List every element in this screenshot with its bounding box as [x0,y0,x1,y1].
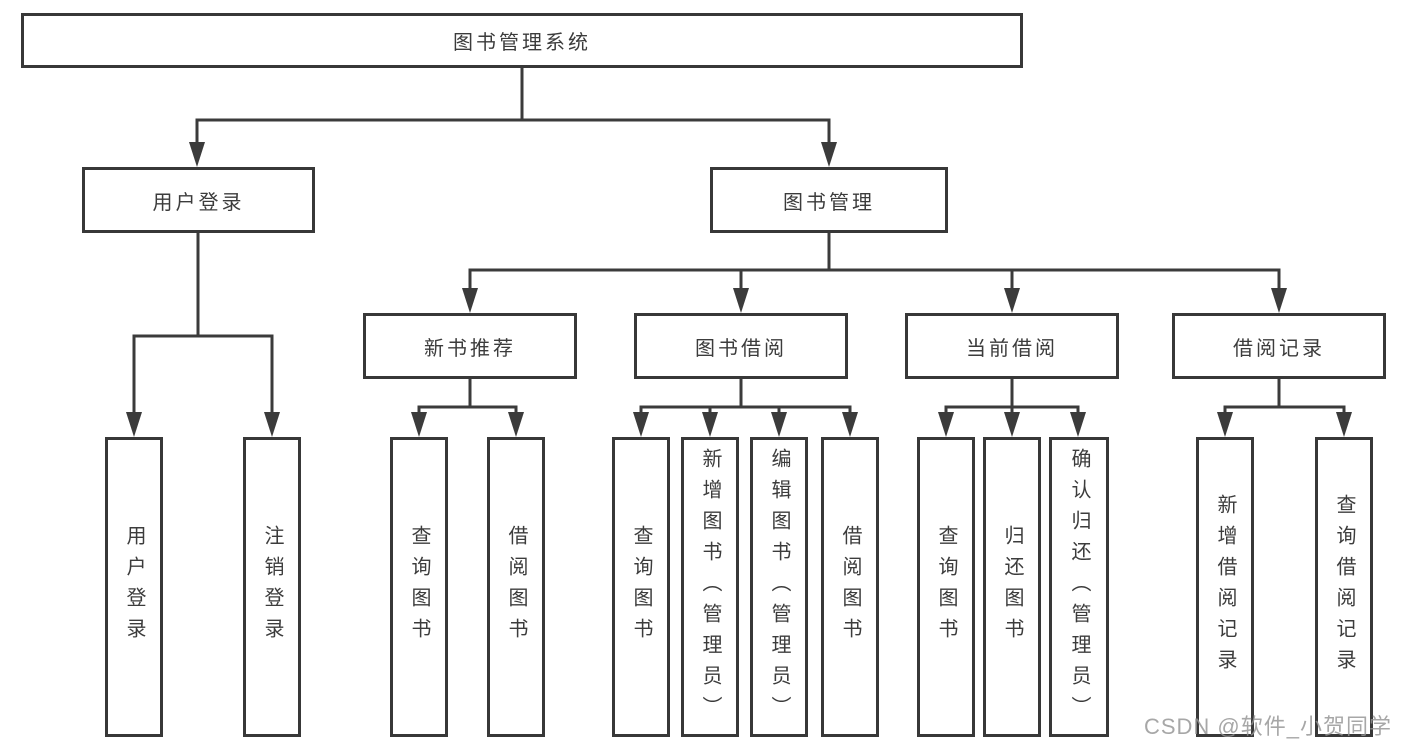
leaf-logout: 注销登录 [243,437,301,737]
node-new-book-recommend: 新书推荐 [363,313,577,379]
leaf-bb-add-books-admin: 新增图书（管理员） [681,437,739,737]
csdn-watermark: CSDN @软件_小贺同学 [1143,714,1392,739]
node-book-borrowing: 图书借阅 [634,313,848,379]
leaf-bb-query-books: 查询图书 [612,437,670,737]
leaf-cb-return-books: 归还图书 [983,437,1041,737]
node-root-system: 图书管理系统 [21,13,1023,68]
node-current-borrowing: 当前借阅 [905,313,1119,379]
leaf-bb-borrow-books: 借阅图书 [821,437,879,737]
leaf-cb-query-books: 查询图书 [917,437,975,737]
node-borrowing-records: 借阅记录 [1172,313,1386,379]
leaf-nb-borrow-books: 借阅图书 [487,437,545,737]
node-user-login-branch: 用户登录 [82,167,315,233]
leaf-br-add-record: 新增借阅记录 [1196,437,1254,737]
leaf-bb-edit-books-admin: 编辑图书（管理员） [750,437,808,737]
leaf-nb-query-books: 查询图书 [390,437,448,737]
leaf-user-login: 用户登录 [105,437,163,737]
node-book-management-branch: 图书管理 [710,167,948,233]
leaf-cb-confirm-return-admin: 确认归还（管理员） [1049,437,1109,737]
leaf-br-query-record: 查询借阅记录 [1315,437,1373,737]
